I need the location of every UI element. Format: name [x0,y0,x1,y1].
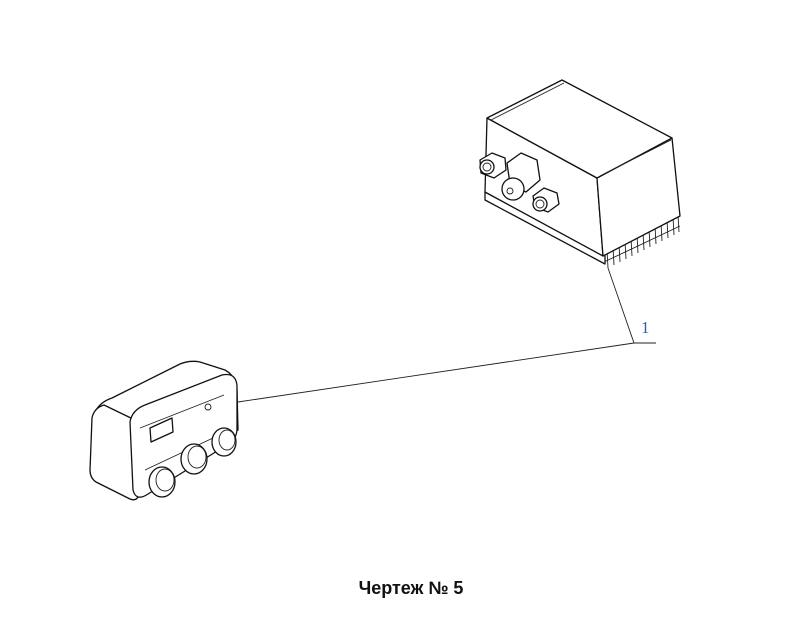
cable-gland-left [479,152,507,179]
center-nut [501,152,541,201]
control-panel [89,360,239,501]
knob-center [180,443,208,475]
knob-right [211,427,237,457]
indicator-led [204,403,212,411]
leader-lines [237,267,656,403]
drawing-caption: Чертеж № 5 [358,578,464,598]
knob-left [148,466,176,498]
heatsink-fins [603,214,681,269]
heatsink-control-unit [479,79,681,269]
callout-number: 1 [641,318,650,337]
cable-gland-right [532,187,560,213]
display-window [149,417,174,443]
